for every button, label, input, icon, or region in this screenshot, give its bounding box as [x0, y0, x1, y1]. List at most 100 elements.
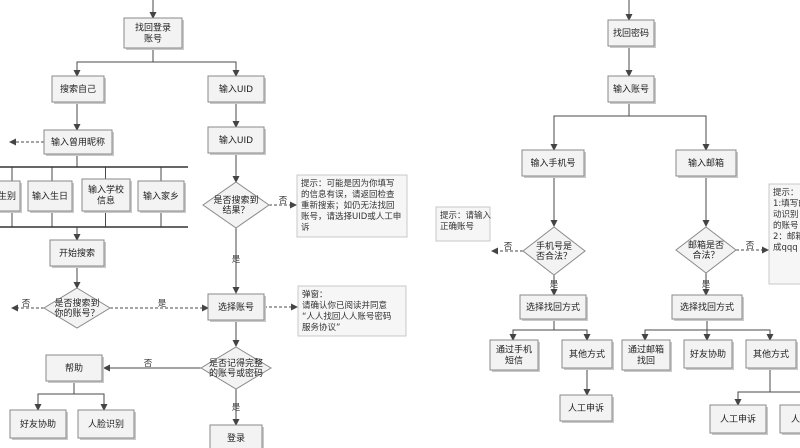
face-recognition-box-text: 人脸识别	[88, 418, 124, 430]
edge-label-yes-3: 是	[232, 403, 241, 413]
connector	[734, 368, 771, 406]
friend-assist-box-r: 好友协助	[683, 339, 734, 370]
recover-password-box-text: 找回密码	[613, 27, 649, 39]
sms-box-text: 通过手机	[496, 344, 532, 356]
edge-label-no: 否	[279, 196, 288, 206]
recover-account-box-text: 账号	[144, 34, 162, 45]
connector	[550, 102, 630, 151]
sms-box-text: 短信	[505, 355, 523, 367]
other-method-box-b-text: 其他方式	[753, 348, 789, 360]
connector	[34, 381, 75, 411]
manual-appeal-box-a: 人工申诉	[559, 394, 614, 423]
edge-label-yes-2: 是	[158, 299, 167, 309]
other-method-box-b: 其他方式	[745, 339, 798, 370]
recover-password-box: 找回密码	[607, 19, 656, 48]
input-birthday-box: 输入生日	[27, 180, 74, 213]
input-hometown-box: 输入家乡	[137, 180, 186, 213]
email-valid-diamond-text: 合法？	[692, 249, 719, 261]
choose-method-box-a: 选择找回方式	[519, 294, 588, 321]
input-nickname-box-text: 输入曾用昵称	[51, 136, 105, 148]
input-birthday-box-text: 输入生日	[32, 190, 68, 202]
popup-note-line: 弹窗：	[302, 289, 328, 300]
popup-note-line: 请确认你已阅读并同意	[302, 300, 387, 311]
email-tip-note-line: 1:填写的	[773, 198, 800, 209]
friend-assist-box-text: 好友协助	[20, 418, 56, 430]
face-box-partial: 人脸	[779, 404, 800, 435]
edge-label-no-2: 否	[22, 299, 31, 309]
connector	[554, 329, 591, 341]
found-your-account-diamond-text: 是否搜索到	[54, 297, 99, 309]
select-account-box: 选择账号	[207, 293, 266, 322]
edge-label-phone-no: 否	[504, 242, 513, 252]
popup-note-line: 服务协议”	[302, 322, 340, 333]
search-tip-note: 提示：可能是因为你填写的信息有误，请返回检查重新搜索；如仍无法找回账号，请选择U…	[296, 174, 408, 238]
connector	[641, 319, 708, 341]
edge-label-phone-yes: 是	[550, 280, 559, 290]
input-uid-box-b: 输入UID	[207, 126, 266, 155]
found-your-account-diamond-text: 你的账号？	[54, 307, 99, 319]
login-box-text: 登录	[227, 433, 245, 444]
manual-appeal-box-b-text: 人工申诉	[720, 413, 756, 425]
friend-assist-box: 好友协助	[9, 409, 68, 440]
select-account-box-text: 选择账号	[218, 301, 254, 313]
connector	[707, 329, 774, 341]
search-tip-note-line: 提示：可能是因为你填写	[301, 178, 395, 189]
phone-tip-note-line: 正确账号	[440, 221, 474, 232]
phone-valid-diamond-text: 手机号是	[536, 240, 572, 252]
search-tip-note-line: 的信息有误，请返回检查	[301, 189, 395, 200]
flow-nodes: 找回登录账号搜索自己输入UID输入曾用昵称输入UID是否搜索到结果？生别输入生日…	[0, 17, 800, 448]
start-search-box: 开始搜索	[49, 239, 106, 268]
recover-account-box-text: 找回登录	[135, 22, 171, 34]
help-box: 帮助	[45, 354, 104, 383]
search-tip-note-line: 重新搜索；如仍无法找回	[301, 200, 395, 211]
manual-appeal-box-b: 人工申诉	[709, 404, 768, 435]
edge-label-yes: 是	[232, 255, 241, 265]
connector	[629, 115, 710, 151]
search-tip-note-line: 账号，请选择UID或人工申	[301, 211, 401, 222]
edge-label-email-no: 否	[746, 241, 755, 251]
manual-appeal-box-a-text: 人工申诉	[568, 402, 604, 414]
found-result-diamond-text: 是否搜索到	[213, 194, 258, 206]
input-gender-box: 生别	[0, 180, 22, 213]
input-account-box: 输入账号	[607, 75, 656, 104]
other-method-box-a: 其他方式	[561, 339, 614, 370]
search-self-box-text: 搜索自己	[60, 83, 96, 95]
input-school-box-text: 信息	[97, 195, 115, 207]
input-hometown-box-text: 输入家乡	[143, 190, 179, 202]
input-uid-box-b-text: 输入UID	[219, 134, 253, 146]
connector	[74, 393, 108, 411]
choose-method-box-a-text: 选择找回方式	[526, 301, 580, 313]
other-method-box-a-text: 其他方式	[569, 348, 605, 360]
edge-label-no-3: 否	[144, 359, 153, 369]
search-tip-note-line: 诉	[301, 222, 310, 233]
email-tip-note-line: 成qqq	[773, 242, 798, 253]
choose-method-box-b-text: 选择找回方式	[680, 301, 734, 313]
input-email-box-text: 输入邮箱	[688, 157, 724, 169]
email-valid-diamond-text: 邮箱是否	[688, 239, 724, 251]
email-tip-note-line: 提示：	[773, 187, 799, 198]
connector	[153, 61, 240, 77]
input-nickname-box: 输入曾用昵称	[43, 129, 114, 156]
remember-diamond-text: 是否记得完整	[209, 357, 263, 369]
input-email-box: 输入邮箱	[675, 149, 738, 178]
face-recognition-box: 人脸识别	[77, 409, 136, 440]
input-uid-box-a-text: 输入UID	[219, 83, 253, 95]
via-email-box-text: 找回	[637, 355, 655, 367]
phone-tip-note-line: 提示：请输入	[440, 210, 492, 221]
input-uid-box-a: 输入UID	[207, 75, 266, 104]
email-tip-note-line: 的账号	[773, 220, 799, 231]
input-school-box-text: 输入学校	[88, 184, 124, 196]
phone-valid-diamond-text: 否合法？	[536, 250, 572, 262]
found-result-diamond-text: 结果？	[222, 204, 249, 216]
start-search-box-text: 开始搜索	[59, 247, 95, 259]
connector	[73, 48, 154, 77]
